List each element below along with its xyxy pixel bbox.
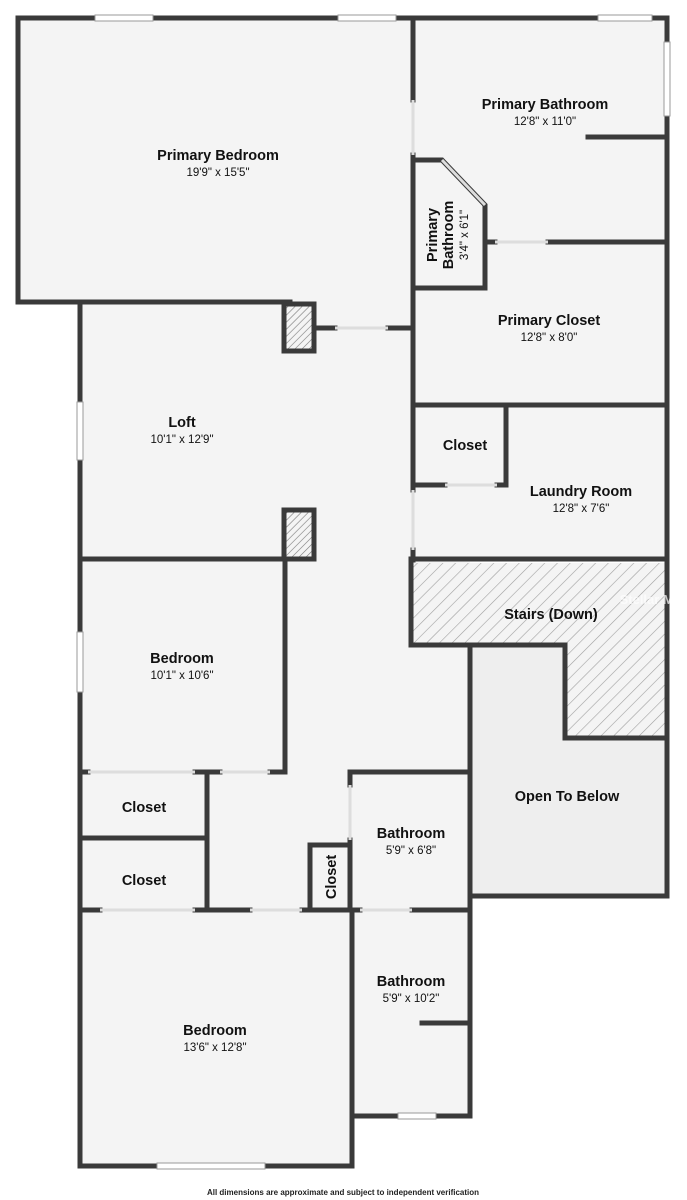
- room-labels: Primary Bedroom 19'9" x 15'5" Primary Ba…: [122, 97, 632, 1054]
- duct-box-upper: [281, 301, 317, 354]
- bedroom-bottom-dims: 13'6" x 12'8": [183, 1042, 246, 1054]
- window: [94, 14, 154, 22]
- primary-closet-dims: 12'8" x 8'0": [521, 332, 578, 344]
- primary-bathroom-small-name: Primary: [425, 208, 441, 262]
- floor-areas: [18, 18, 667, 1166]
- bathroom-mid-name: Bathroom: [377, 826, 445, 842]
- duct-box-lower: [281, 507, 317, 562]
- primary-bedroom-dims: 19'9" x 15'5": [186, 167, 249, 179]
- closet-a-name: Closet: [122, 800, 166, 816]
- primary-closet-name: Primary Closet: [498, 313, 601, 329]
- primary-bathroom-small-dims: 3'4" x 6'1": [459, 210, 471, 260]
- disclaimer: All dimensions are approximate and subje…: [207, 1188, 479, 1197]
- laundry-room-name: Laundry Room: [530, 484, 632, 500]
- window: [397, 1112, 437, 1120]
- windows: [76, 14, 671, 1170]
- floor-bathroom-bottom: [352, 910, 470, 1116]
- bedroom-mid-name: Bedroom: [150, 651, 214, 667]
- floor-primary-bedroom: [18, 18, 413, 302]
- duct-boxes: [281, 301, 317, 562]
- bedroom-bottom-name: Bedroom: [183, 1023, 247, 1039]
- closet-b-name: Closet: [122, 873, 166, 889]
- open-to-below-name: Open To Below: [515, 789, 620, 805]
- floor-loft-hall: [80, 302, 470, 912]
- window: [156, 1162, 266, 1170]
- window: [597, 14, 653, 22]
- bathroom-bottom-name: Bathroom: [377, 974, 445, 990]
- primary-bathroom-name: Primary Bathroom: [482, 97, 609, 113]
- loft-dims: 10'1" x 12'9": [150, 434, 213, 446]
- stairs-name: Stairs (Down): [504, 607, 598, 623]
- bathroom-mid-dims: 5'9" x 6'8": [386, 845, 436, 857]
- window: [76, 401, 84, 461]
- closet-c-name: Closet: [324, 855, 340, 899]
- window: [76, 631, 84, 693]
- primary-bathroom-small-name2: Bathroom: [441, 201, 457, 269]
- stairs-hatch: [411, 563, 667, 738]
- loft-name: Loft: [168, 415, 196, 431]
- floor-primary-bathroom: [413, 18, 667, 242]
- floor-open-to-below: [472, 645, 667, 896]
- watermark: Stellar MLS: [620, 592, 687, 607]
- bedroom-mid-dims: 10'1" x 10'6": [150, 670, 213, 682]
- window: [663, 41, 671, 117]
- window: [337, 14, 397, 22]
- primary-bathroom-dims: 12'8" x 11'0": [514, 116, 576, 128]
- floor-bedroom-bottom: [80, 910, 352, 1166]
- bathroom-bottom-dims: 5'9" x 10'2": [383, 993, 440, 1005]
- primary-bedroom-name: Primary Bedroom: [157, 148, 279, 164]
- laundry-closet-name: Closet: [443, 438, 487, 454]
- laundry-room-dims: 12'8" x 7'6": [553, 503, 610, 515]
- door-openings: [88, 100, 548, 912]
